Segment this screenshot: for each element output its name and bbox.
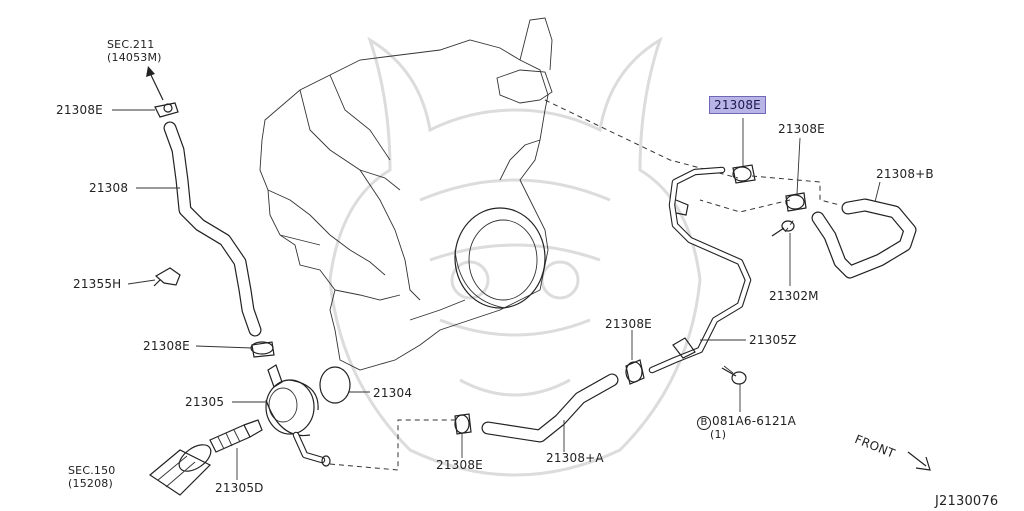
hose-21308a [481, 373, 619, 443]
label-hose-21308[interactable]: 21308 [89, 181, 129, 195]
clamp-top-left-shape [154, 102, 179, 118]
leader-lines [112, 109, 881, 480]
label-bracket-21302m[interactable]: 21302M [769, 289, 819, 303]
engine-block [259, 17, 553, 371]
front-arrow-icon [907, 451, 931, 471]
label-clamp-center[interactable]: 21308E [605, 317, 652, 331]
label-sec150-code: (15208) [68, 477, 113, 490]
label-sec150[interactable]: SEC.150 [68, 464, 116, 477]
clamp-highlighted-shape [732, 164, 756, 184]
clamp-bottom-shape [454, 413, 472, 435]
label-sec211-code: (14053M) [107, 51, 162, 64]
label-pipe-21305z[interactable]: 21305Z [749, 333, 797, 347]
label-hose-21308a[interactable]: 21308+A [546, 451, 604, 465]
bracket-21302m-shape [771, 217, 796, 237]
gasket-21304-shape [319, 366, 351, 404]
leader-dashed-mid [699, 199, 791, 213]
arrow-sec211 [149, 72, 164, 101]
leader-dashed-bottom [329, 419, 460, 471]
label-clamp-top-left[interactable]: 21308E [56, 103, 103, 117]
arrow-head-sec211 [146, 66, 155, 77]
label-hose-21308b[interactable]: 21308+B [876, 167, 934, 181]
label-clamp-right[interactable]: 21308E [778, 122, 825, 136]
label-cooler-21305[interactable]: 21305 [185, 395, 225, 409]
watermark-emblem [328, 36, 702, 477]
clamp-mid-left-shape [250, 341, 275, 358]
clamp-right-shape [785, 192, 807, 212]
pipe-21305z [648, 166, 752, 374]
leader-dashed-engine [544, 99, 739, 179]
hose-21308b [811, 198, 917, 279]
bolt-code-text: 081A6-6121A [712, 414, 797, 428]
oil-filter-shape [148, 444, 212, 496]
label-clamp-highlighted[interactable]: 21308E [709, 96, 766, 114]
bolt-circle-badge: B [697, 416, 711, 430]
label-clamp-bottom[interactable]: 21308E [436, 458, 483, 472]
leader-dashed-right [751, 175, 841, 206]
clip-21355h-shape [153, 267, 181, 287]
label-clamp-mid-left[interactable]: 21308E [143, 339, 190, 353]
diagram-code: J2130076 [935, 494, 999, 509]
label-connector-21305d[interactable]: 21305D [215, 481, 264, 495]
label-gasket-21304[interactable]: 21304 [373, 386, 413, 400]
connector-21305d-shape [209, 419, 263, 453]
label-clip-21355h[interactable]: 21355H [73, 277, 122, 291]
hose-21308 [163, 121, 262, 337]
label-sec211[interactable]: SEC.211 [107, 38, 155, 51]
clamp-center-shape [625, 359, 645, 385]
oil-cooler-21305 [265, 364, 331, 467]
label-bolt-qty: (1) [710, 428, 727, 441]
bolt-081a6-shape [721, 365, 747, 385]
